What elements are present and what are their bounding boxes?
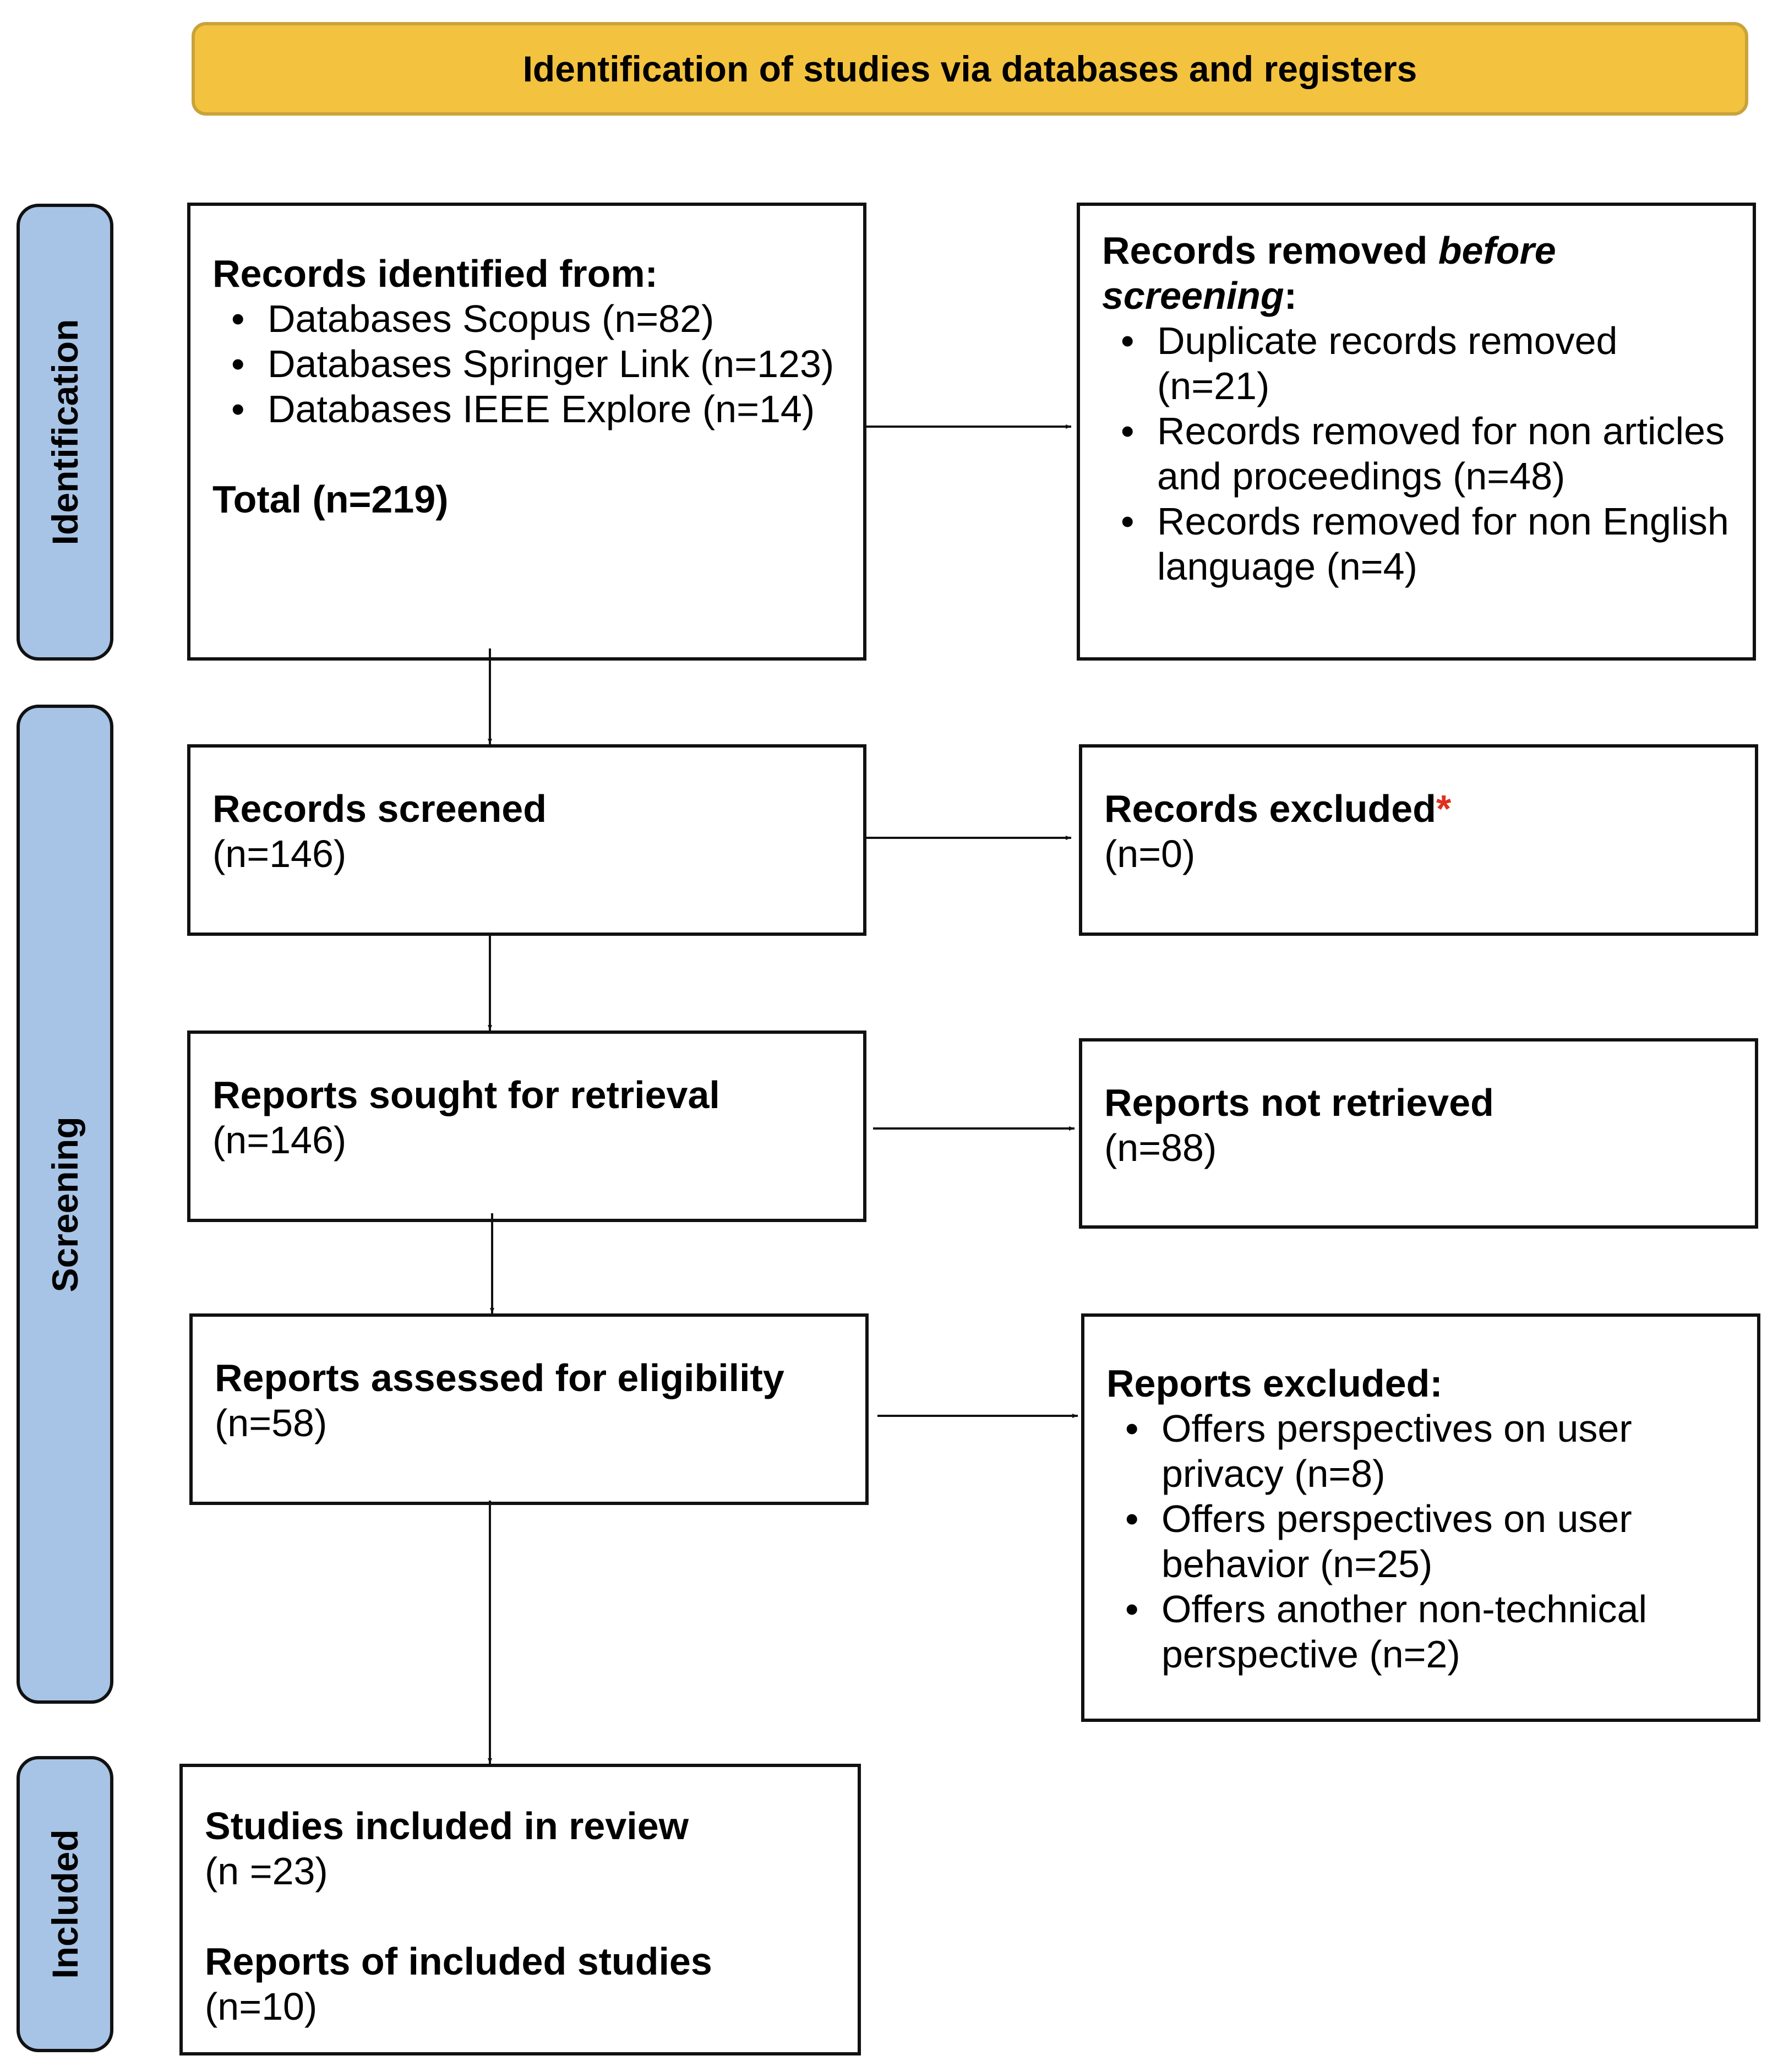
records-identified-total: Total (n=219) xyxy=(212,478,449,521)
reports-excluded-title: Reports excluded: xyxy=(1106,1362,1443,1405)
list-item: Databases IEEE Explore (n=14) xyxy=(231,386,841,432)
reports-assessed-title: Reports assessed for eligibility xyxy=(215,1356,784,1399)
records-excluded-title: Records excluded* xyxy=(1104,787,1452,830)
studies-included-count: (n =23) xyxy=(205,1850,328,1893)
header-banner: Identification of studies via databases … xyxy=(192,22,1748,116)
reports-sought-count: (n=146) xyxy=(212,1119,347,1162)
reports-assessed-box: Reports assessed for eligibility (n=58) xyxy=(189,1313,869,1505)
list-item: Offers perspectives on user behavior (n=… xyxy=(1125,1496,1735,1586)
records-removed-box: Records removed before screening: Duplic… xyxy=(1077,203,1756,661)
records-screened-title: Records screened xyxy=(212,787,547,830)
reports-sought-title: Reports sought for retrieval xyxy=(212,1073,720,1116)
list-item: Offers perspectives on user privacy (n=8… xyxy=(1125,1406,1735,1496)
reports-assessed-count: (n=58) xyxy=(215,1402,328,1444)
asterisk-marker: * xyxy=(1436,787,1452,830)
reports-not-retrieved-count: (n=88) xyxy=(1104,1126,1217,1169)
reports-sought-box: Reports sought for retrieval (n=146) xyxy=(187,1030,866,1222)
records-excluded-count: (n=0) xyxy=(1104,832,1196,875)
header-title: Identification of studies via databases … xyxy=(522,48,1417,89)
phase-screening: Screening xyxy=(17,705,113,1704)
list-item: Records removed for non articles and pro… xyxy=(1121,408,1731,499)
list-item: Duplicate records removed (n=21) xyxy=(1121,318,1731,408)
records-identified-box: Records identified from: Databases Scopu… xyxy=(187,203,866,661)
records-identified-list: Databases Scopus (n=82) Databases Spring… xyxy=(212,296,841,432)
records-screened-box: Records screened (n=146) xyxy=(187,744,866,936)
reports-included-title: Reports of included studies xyxy=(205,1940,712,1983)
records-screened-count: (n=146) xyxy=(212,832,347,875)
reports-included-count: (n=10) xyxy=(205,1985,318,2028)
reports-not-retrieved-box: Reports not retrieved (n=88) xyxy=(1079,1038,1758,1229)
records-removed-list: Duplicate records removed (n=21) Records… xyxy=(1102,318,1731,589)
included-box: Studies included in review (n =23) Repor… xyxy=(179,1764,861,2055)
studies-included-title: Studies included in review xyxy=(205,1804,689,1847)
records-removed-title: Records removed before screening: xyxy=(1102,229,1556,317)
phase-included: Included xyxy=(17,1756,113,2052)
list-item: Offers another non-technical perspective… xyxy=(1125,1586,1735,1677)
reports-not-retrieved-title: Reports not retrieved xyxy=(1104,1081,1494,1124)
list-item: Records removed for non English language… xyxy=(1121,499,1731,589)
reports-excluded-box: Reports excluded: Offers perspectives on… xyxy=(1081,1313,1760,1722)
list-item: Databases Springer Link (n=123) xyxy=(231,341,841,386)
records-excluded-box: Records excluded* (n=0) xyxy=(1079,744,1758,936)
phase-identification: Identification xyxy=(17,204,113,661)
records-identified-title: Records identified from: xyxy=(212,252,658,295)
reports-excluded-list: Offers perspectives on user privacy (n=8… xyxy=(1106,1406,1735,1677)
list-item: Databases Scopus (n=82) xyxy=(231,296,841,341)
